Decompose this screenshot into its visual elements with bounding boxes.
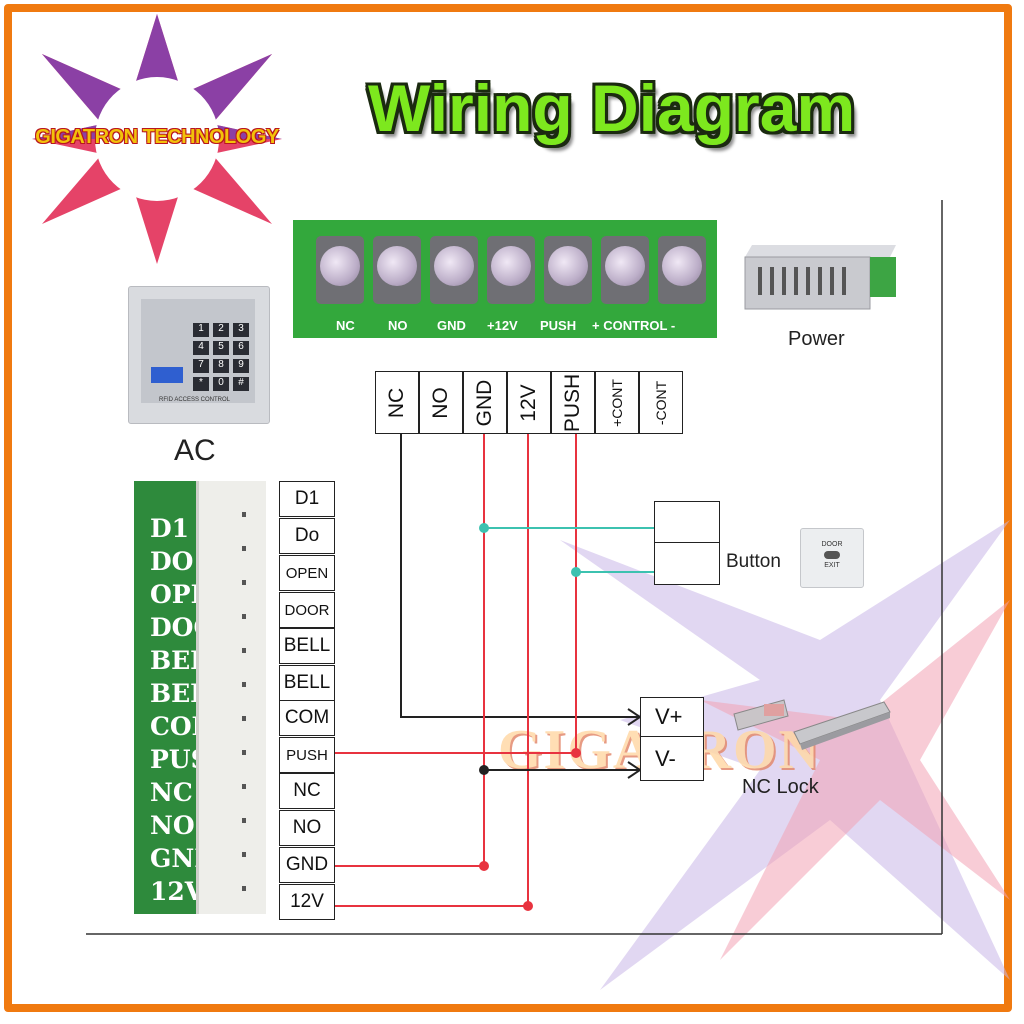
keypad-key: 3 [233, 323, 249, 337]
pin-nc: NC [279, 773, 335, 809]
wire-nc-to-vplus [400, 434, 640, 718]
terminal-push: PUSH [551, 371, 595, 434]
terminal-12v: 12V [507, 371, 551, 434]
key-icon [824, 551, 840, 559]
terminal-no: NO [419, 371, 463, 434]
pin-do: Do [279, 518, 335, 554]
junction-dot [523, 901, 533, 911]
terminal-screw [487, 236, 535, 304]
terminal-screw [373, 236, 421, 304]
terminal-label: +12V [487, 318, 518, 333]
terminal-screw [658, 236, 706, 304]
pcb-label: DO [150, 547, 194, 576]
terminal-gnd: GND [463, 371, 507, 434]
pin-bell: BELL [279, 628, 335, 664]
v-plus-label: V+ [655, 704, 683, 729]
terminal-label: NC [336, 318, 355, 333]
exit-button-icon: DOOR EXIT [800, 528, 864, 588]
keypad-grid: 1 2 3 4 5 6 7 8 9 * 0 # [193, 323, 253, 391]
button-label: Button [726, 551, 781, 572]
wire-gnd [335, 434, 485, 867]
pin-no: NO [279, 810, 335, 846]
terminal-nc: NC [375, 371, 419, 434]
terminal-plus-cont: +CONT [595, 371, 639, 434]
access-control-keypad: 1 2 3 4 5 6 7 8 9 * 0 # RFID ACCESS CONT… [128, 286, 270, 424]
keypad-key: 4 [193, 341, 209, 355]
keypad-key: 6 [233, 341, 249, 355]
nc-lock-label: NC Lock [742, 776, 819, 798]
power-label: Power [788, 328, 845, 350]
keypad-key: 1 [193, 323, 209, 337]
logo-star-icon [32, 14, 282, 264]
pin-12v: 12V [279, 884, 335, 920]
connector-pins [242, 512, 246, 891]
terminal-label: + CONTROL - [592, 318, 676, 333]
junction-dot [479, 523, 489, 533]
pcb-label: NC [150, 778, 193, 807]
keypad-key: 8 [213, 359, 229, 373]
pcb-label: NO [150, 811, 195, 840]
junction-dot [479, 861, 489, 871]
ac-label: AC [174, 434, 216, 467]
junction-dot [571, 748, 581, 758]
keypad-key: * [193, 377, 209, 391]
nc-lock-icon [733, 699, 891, 750]
pin-door: DOOR [279, 592, 335, 628]
terminal-label: PUSH [540, 318, 577, 333]
keypad-caption: RFID ACCESS CONTROL [159, 397, 231, 403]
button-switch-box [654, 501, 720, 585]
keypad-key: 5 [213, 341, 229, 355]
power-supply-icon [744, 245, 896, 310]
wire-12v [335, 434, 529, 907]
terminal-minus-cont: -CONT [639, 371, 683, 434]
wire-push [335, 434, 577, 754]
junction-dot [571, 567, 581, 577]
rfid-panel [151, 367, 183, 383]
terminal-screw [601, 236, 649, 304]
keypad-key: 0 [213, 377, 229, 391]
terminal-screw [544, 236, 592, 304]
keypad-key: 9 [233, 359, 249, 373]
keypad-key: 2 [213, 323, 229, 337]
terminal-screw [316, 236, 364, 304]
junction-dot [479, 765, 489, 775]
pin-d1: D1 [279, 481, 335, 517]
pcb-label: 12V [150, 877, 205, 906]
pin-gnd: GND [279, 847, 335, 883]
keypad-key: 7 [193, 359, 209, 373]
pin-push: PUSH [279, 737, 335, 773]
pcb-label: D1 [150, 514, 190, 543]
v-minus-label: V- [655, 746, 676, 771]
page-title: Wiring Diagram [368, 71, 856, 145]
terminal-screw [430, 236, 478, 304]
brand-name: GIGATRON TECHNOLOGY [35, 126, 279, 148]
terminal-label: NO [388, 318, 408, 333]
pcb-connector [196, 481, 266, 914]
keypad-key: # [233, 377, 249, 391]
lock-terminal-box: V+ V- [640, 697, 704, 781]
terminal-label: GND [437, 318, 466, 333]
orange-frame [4, 4, 1012, 1012]
pin-com: COM [279, 700, 335, 736]
pin-open: OPEN [279, 555, 335, 591]
pin-bell: BELL [279, 665, 335, 701]
